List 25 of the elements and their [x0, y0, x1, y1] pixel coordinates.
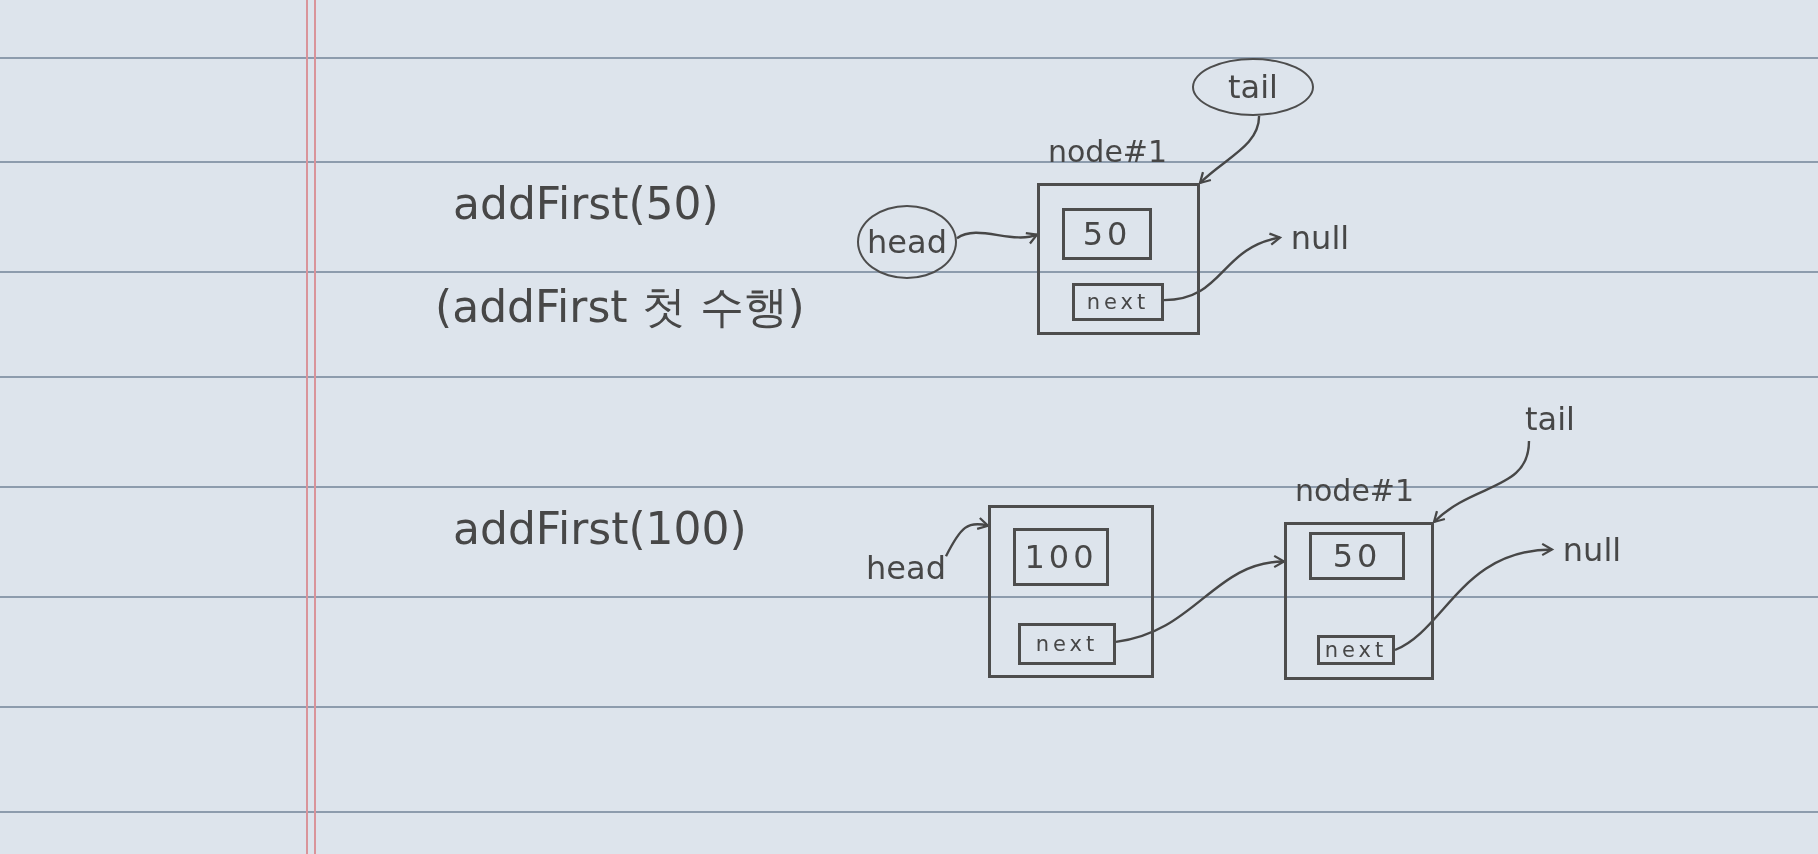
pointer-box: next: [1072, 283, 1164, 321]
pointer-box: next: [1018, 623, 1116, 665]
arrow: [1115, 555, 1286, 644]
arrow: [1198, 115, 1261, 185]
method-call-note: (addFirst 첫 수행): [435, 280, 805, 334]
arrow: [1394, 543, 1554, 652]
pointer-name: null: [1280, 215, 1360, 260]
circled-word: tail: [1192, 58, 1314, 116]
method-call-note: addFirst(50): [453, 178, 719, 229]
arrow: [1432, 440, 1531, 524]
arrow: [1163, 233, 1282, 302]
node-label: node#1: [1295, 473, 1415, 508]
arrow: [944, 517, 990, 557]
pointer-box: next: [1317, 635, 1395, 665]
node-box: [988, 505, 1154, 678]
circled-word: head: [857, 205, 957, 279]
pointer-name: null: [1552, 527, 1632, 572]
value-box: 50: [1062, 208, 1152, 260]
node-label: node#1: [1048, 134, 1168, 169]
arrow: [956, 230, 1039, 244]
value-box: 100: [1013, 528, 1109, 586]
method-call-note: addFirst(100): [453, 503, 747, 554]
pointer-name: head: [866, 545, 946, 590]
value-box: 50: [1309, 532, 1405, 580]
pointer-name: tail: [1508, 396, 1592, 441]
